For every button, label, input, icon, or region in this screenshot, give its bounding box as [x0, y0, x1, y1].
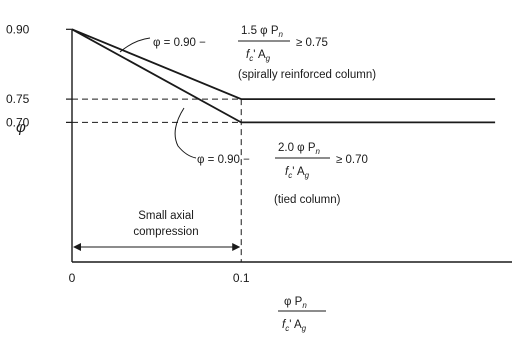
tied-eq-den: fc' Ag: [285, 166, 310, 180]
spiral-eq-rhs: ≥ 0.75: [296, 37, 328, 49]
x-tick-label: 0.1: [233, 271, 250, 285]
region-label-line2: compression: [133, 226, 198, 238]
x-axis-label: φ Pn fc' Ag: [278, 296, 326, 333]
region-label-line1: Small axial: [138, 210, 194, 222]
x-tick-label: 0: [69, 271, 76, 285]
y-axis-label: φ: [16, 119, 26, 136]
tied-equation: φ = 0.90 − 2.0 φ Pn fc' Ag ≥ 0.70 (tied …: [174, 107, 368, 206]
spiral-label: (spirally reinforced column): [238, 69, 376, 81]
tied-eq-lhs: φ = 0.90 −: [197, 154, 250, 166]
series-spiral-line: [71, 28, 496, 100]
tied-label: (tied column): [274, 194, 341, 206]
y-tick-label: 0.75: [6, 92, 30, 106]
y-tick-label: 0.70: [6, 115, 30, 129]
x-label-num: φ Pn: [284, 296, 307, 310]
spiral-eq-den: fc' Ag: [246, 49, 271, 63]
spiral-eq-num: 1.5 φ Pn: [241, 25, 284, 39]
y-tick-label: 0.90: [6, 22, 30, 36]
spiral-eq-lhs: φ = 0.90 −: [153, 37, 206, 49]
spiral-leader-line: [119, 37, 151, 53]
tied-leader-line: [174, 107, 197, 159]
y-ticks: 0.90 0.75 0.70: [6, 22, 72, 129]
tied-eq-num: 2.0 φ Pn: [278, 142, 321, 156]
series-tied-line: [71, 28, 496, 124]
spiral-equation: φ = 0.90 − 1.5 φ Pn fc' Ag ≥ 0.75 (spira…: [119, 25, 376, 81]
tied-eq-rhs: ≥ 0.70: [336, 154, 368, 166]
x-label-den: fc' Ag: [282, 319, 307, 333]
